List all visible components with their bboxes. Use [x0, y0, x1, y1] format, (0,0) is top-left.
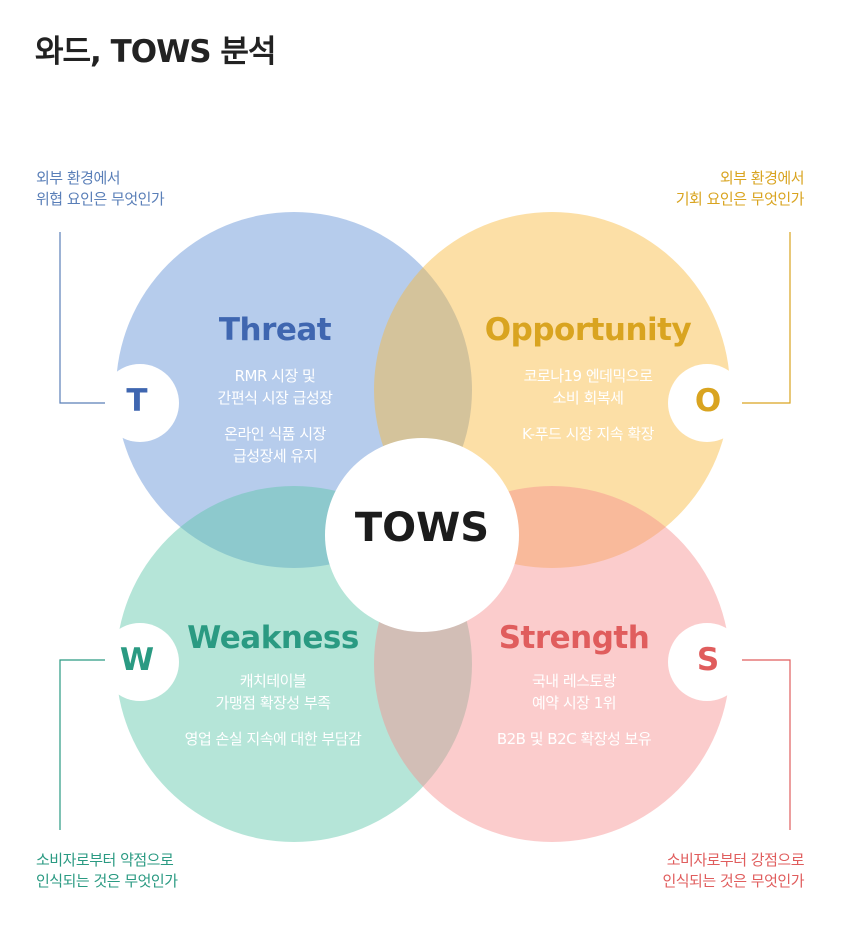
opportunity-note-line-1: 외부 환경에서	[719, 169, 805, 187]
weakness-line-2: 가맹점 확장성 부족	[215, 694, 331, 712]
weakness-note: 소비자로부터 약점으로 인식되는 것은 무엇인가	[36, 850, 178, 892]
opportunity-note-line-2: 기회 요인은 무엇인가	[675, 190, 805, 208]
threat-note-line-2: 위협 요인은 무엇인가	[36, 190, 165, 208]
weakness-body: 캐치테이블 가맹점 확장성 부족 영업 손실 지속에 대한 부담감	[143, 670, 403, 750]
threat-line-2: 간편식 시장 급성장	[217, 389, 333, 407]
strength-body: 국내 레스토랑 예약 시장 1위 B2B 및 B2C 확장성 보유	[444, 670, 704, 750]
opportunity-body: 코로나19 엔데믹으로 소비 회복세 K-푸드 시장 지속 확장	[448, 365, 728, 445]
threat-line-3: 온라인 식품 시장	[224, 425, 326, 443]
weakness-line-1: 캐치테이블	[239, 672, 307, 690]
threat-letter: T	[126, 383, 148, 419]
page-title: 와드, TOWS 분석	[35, 34, 276, 70]
opportunity-line-3: K-푸드 시장 지속 확장	[522, 425, 654, 443]
strength-line-1: 국내 레스토랑	[531, 672, 617, 690]
opportunity-line-2: 소비 회복세	[552, 389, 624, 407]
threat-note-line-1: 외부 환경에서	[36, 169, 121, 187]
strength-letter: S	[696, 642, 720, 678]
threat-title: Threat	[218, 312, 332, 348]
strength-note-line-2: 인식되는 것은 무엇인가	[662, 872, 804, 890]
strength-note-line-1: 소비자로부터 강점으로	[666, 851, 805, 869]
threat-body: RMR 시장 및 간편식 시장 급성장 온라인 식품 시장 급성장세 유지	[145, 365, 405, 467]
center-label: TOWS	[354, 505, 490, 551]
opportunity-letter: O	[694, 383, 722, 419]
weakness-title: Weakness	[187, 620, 359, 656]
threat-note: 외부 환경에서 위협 요인은 무엇인가	[36, 168, 165, 210]
threat-connector-line	[59, 232, 105, 404]
weakness-connector-line	[59, 659, 105, 830]
opportunity-connector-line	[742, 232, 791, 404]
opportunity-note: 외부 환경에서 기회 요인은 무엇인가	[675, 168, 805, 210]
strength-title: Strength	[498, 620, 650, 656]
threat-line-1: RMR 시장 및	[234, 367, 316, 385]
opportunity-title: Opportunity	[484, 312, 692, 348]
threat-line-4: 급성장세 유지	[232, 447, 318, 465]
strength-line-2: 예약 시장 1위	[531, 694, 617, 712]
opportunity-line-1: 코로나19 엔데믹으로	[523, 367, 653, 385]
center-circle	[325, 438, 519, 632]
weakness-line-3: 영업 손실 지속에 대한 부담감	[184, 730, 362, 748]
weakness-note-line-2: 인식되는 것은 무엇인가	[36, 872, 178, 890]
weakness-letter: W	[119, 642, 155, 678]
strength-line-3: B2B 및 B2C 확장성 보유	[496, 730, 652, 748]
strength-note: 소비자로부터 강점으로 인식되는 것은 무엇인가	[662, 850, 804, 892]
strength-connector-line	[742, 659, 791, 830]
weakness-note-line-1: 소비자로부터 약점으로	[36, 851, 174, 869]
